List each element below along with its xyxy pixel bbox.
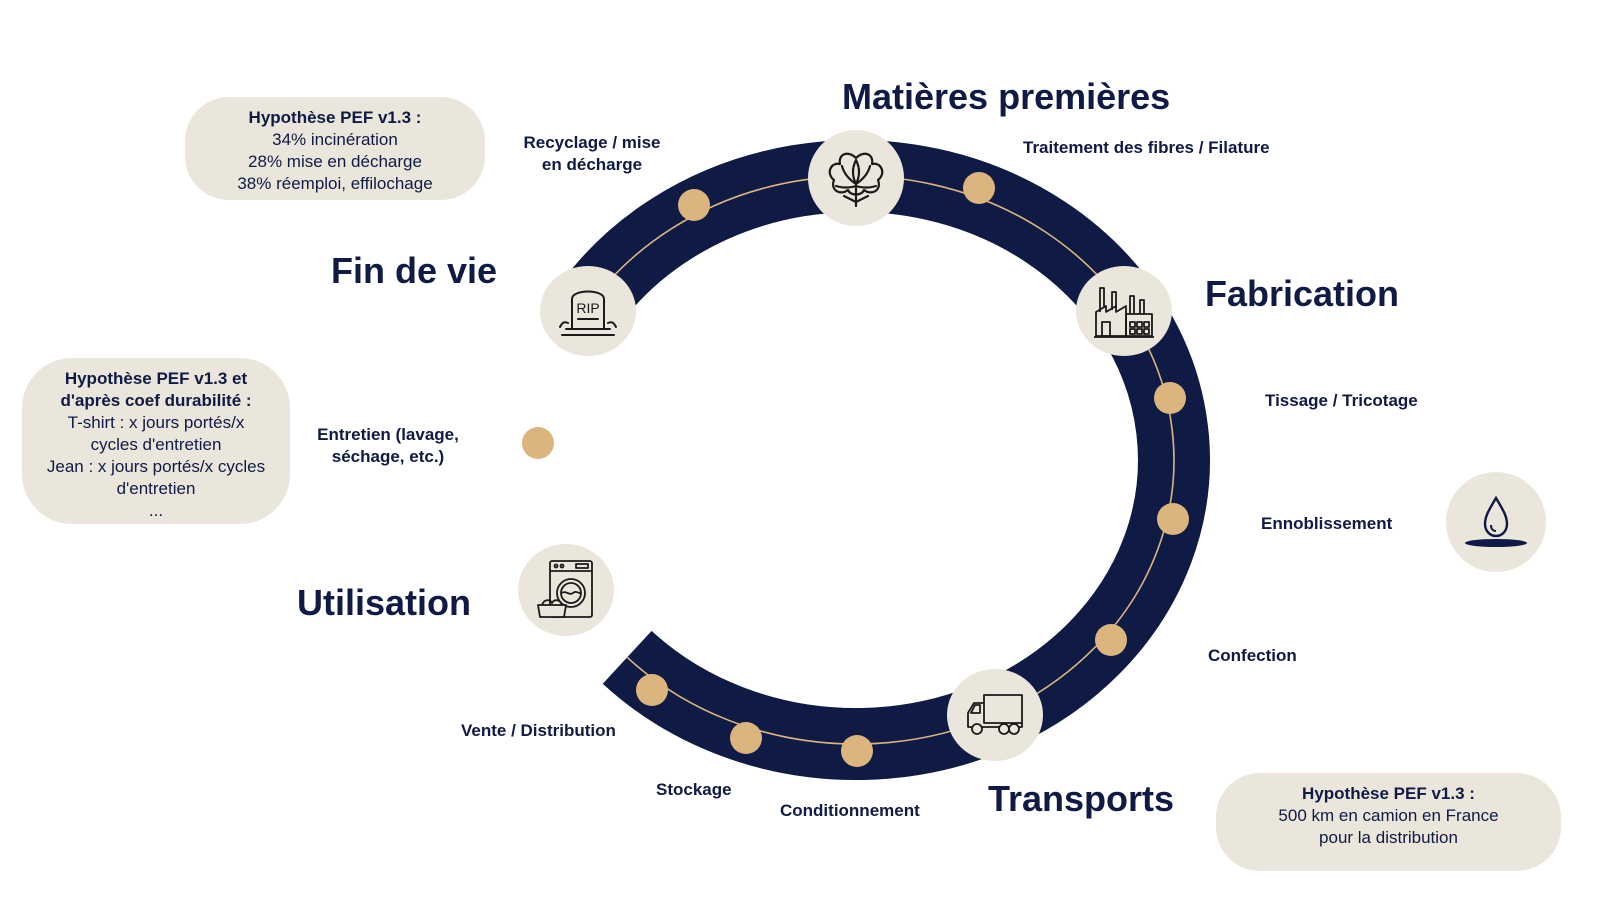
dot-recyclage [678,189,710,221]
step-label-confection: Confection [1208,646,1297,665]
truck-icon [947,669,1043,761]
dot-traitement [963,172,995,204]
stage-title-fin-de-vie: Fin de vie [331,250,498,291]
ring-band [556,140,1210,780]
dot-entretien [522,427,554,459]
note-fin-de-vie: Hypothèse PEF v1.3 : 34% incinération 28… [185,97,485,200]
cotton-flower-icon [808,130,904,226]
note-utilisation-line: T-shirt : x jours portés/x [67,413,245,432]
washing-machine-icon [518,544,614,636]
note-utilisation-line: ... [148,501,164,520]
note-utilisation-title-1: Hypothèse PEF v1.3 et [64,369,248,388]
step-label-recyclage-line-2: en décharge [541,155,643,174]
note-transports-line: pour la distribution [1319,828,1458,847]
step-label-recyclage: Recyclage / mise en décharge [512,132,672,176]
tombstone-text: RIP [576,300,599,316]
step-label-entretien-line-1: Entretien (lavage, [317,425,459,444]
note-fin-de-vie-line: 28% mise en décharge [248,152,422,171]
tombstone-icon: RIP [540,266,636,356]
dot-stockage [730,722,762,754]
dot-vente [636,674,668,706]
factory-icon [1076,266,1172,356]
water-drop-icon [1446,472,1546,572]
step-label-traitement: Traitement des fibres / Filature [1023,138,1270,157]
note-transports-line: 500 km en camion en France [1278,806,1499,825]
note-utilisation: Hypothèse PEF v1.3 et d'après coef durab… [22,358,290,524]
step-label-entretien: Entretien (lavage, séchage, etc.) [308,424,468,468]
dot-tissage [1154,382,1186,414]
step-label-entretien-line-2: séchage, etc.) [331,447,445,466]
step-label-stockage: Stockage [656,780,732,799]
dot-ennoblissement [1157,503,1189,535]
stage-title-transports: Transports [988,778,1175,819]
stage-title-matieres: Matières premières [842,76,1171,117]
note-fin-de-vie-line: 38% réemploi, effilochage [237,174,433,193]
step-label-vente: Vente / Distribution [461,721,616,740]
note-utilisation-line: Jean : x jours portés/x cycles [46,457,266,476]
step-label-recyclage-line-1: Recyclage / mise [523,133,661,152]
note-utilisation-line: d'entretien [116,479,196,498]
note-fin-de-vie-title: Hypothèse PEF v1.3 : [248,108,422,127]
step-label-ennoblissement: Ennoblissement [1261,514,1393,533]
step-label-conditionnement: Conditionnement [780,801,920,820]
note-utilisation-title-2: d'après coef durabilité : [60,391,252,410]
stage-title-utilisation: Utilisation [297,582,472,623]
step-label-tissage: Tissage / Tricotage [1265,391,1418,410]
note-fin-de-vie-line: 34% incinération [272,130,398,149]
stage-title-fabrication: Fabrication [1205,273,1400,314]
note-transports: Hypothèse PEF v1.3 : 500 km en camion en… [1216,773,1561,871]
note-utilisation-line: cycles d'entretien [90,435,222,454]
dot-conditionnement [841,735,873,767]
note-transports-title: Hypothèse PEF v1.3 : [1302,784,1475,803]
dot-confection [1095,624,1127,656]
